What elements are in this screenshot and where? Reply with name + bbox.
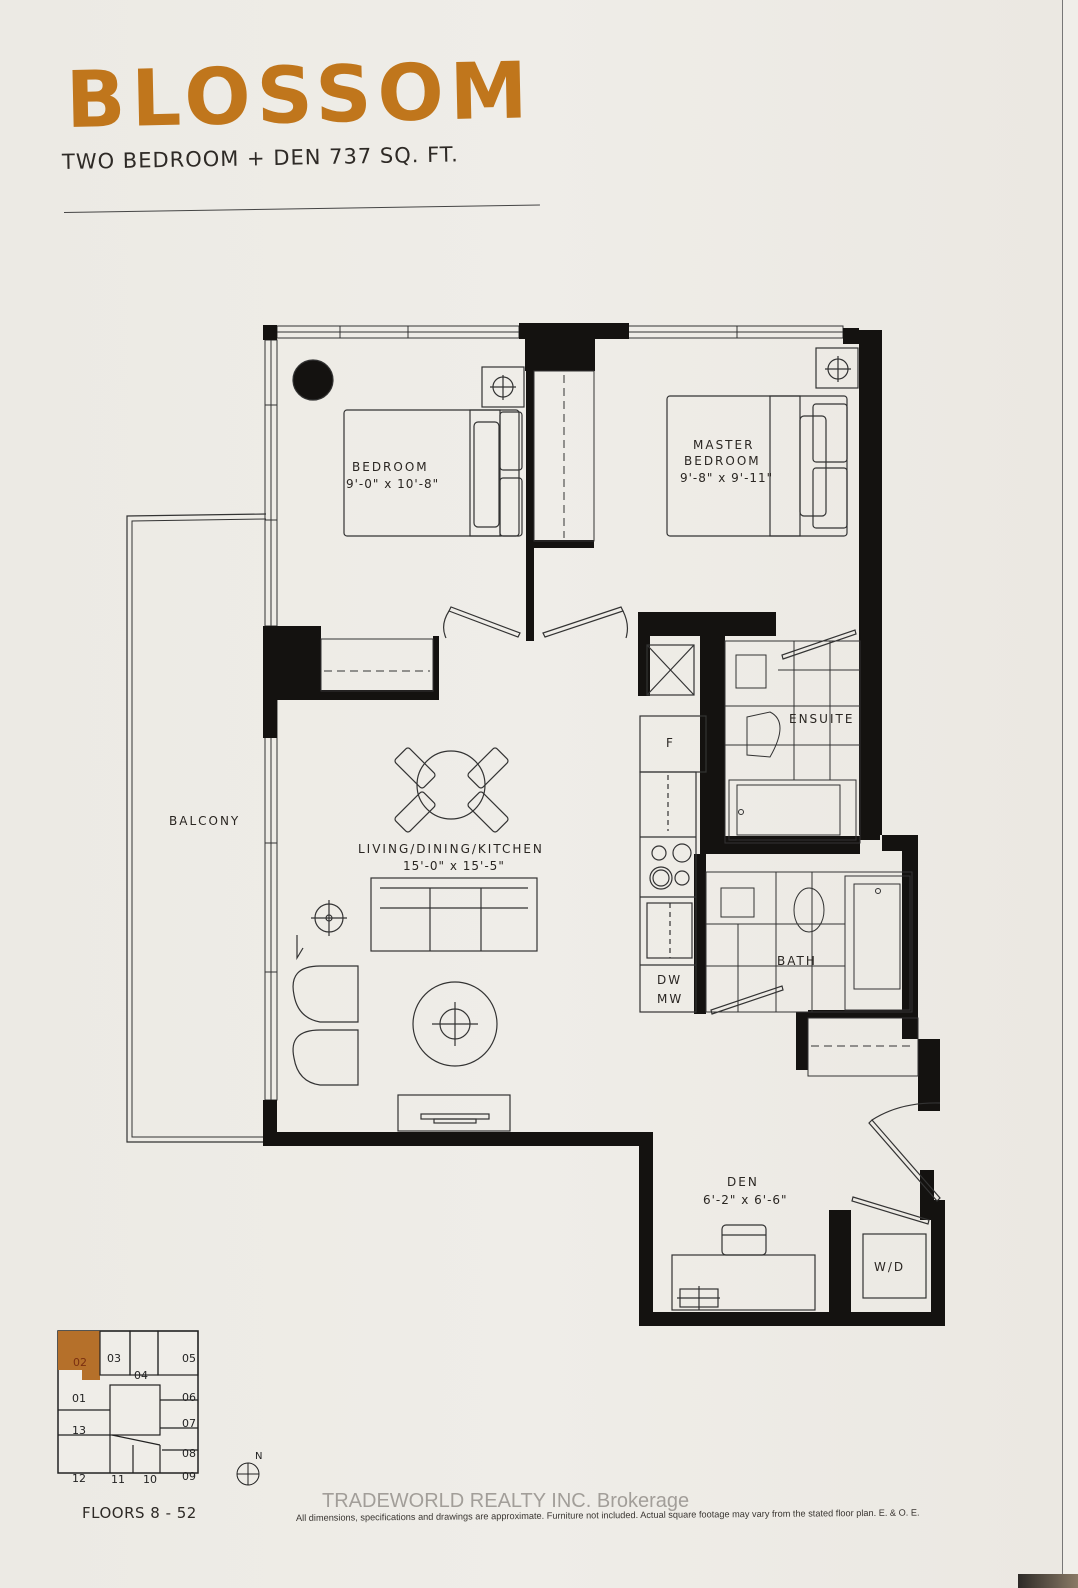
living-label: LIVING/DINING/KITCHEN	[358, 842, 544, 856]
front-closet	[320, 638, 434, 692]
microwave-label: MW	[657, 992, 683, 1006]
balcony	[126, 513, 267, 1143]
svg-text:10: 10	[143, 1473, 157, 1486]
bath-fixtures	[705, 871, 913, 1013]
kitchen	[639, 644, 707, 1013]
svg-text:12: 12	[72, 1472, 86, 1485]
den-label: DEN	[727, 1175, 759, 1189]
bedroom-dimensions: 9'-0" x 10'-8"	[346, 477, 439, 491]
den-closet	[807, 1017, 919, 1077]
master-furniture	[666, 347, 859, 537]
svg-text:13: 13	[72, 1424, 86, 1437]
svg-text:02: 02	[73, 1356, 87, 1369]
fridge-label: F	[666, 736, 675, 750]
walls	[263, 323, 945, 1326]
page-edge	[1062, 0, 1078, 1588]
master-dimensions: 9'-8" x 9'-11"	[680, 471, 773, 485]
ensuite-fixtures	[724, 640, 861, 844]
den-dimensions: 6'-2" x 6'-6"	[703, 1193, 788, 1207]
svg-text:01: 01	[72, 1392, 86, 1405]
bedroom-closet	[533, 370, 595, 542]
master-label-1: MASTER	[693, 438, 754, 452]
laundry-label: W/D	[874, 1260, 905, 1274]
svg-text:04: 04	[134, 1369, 148, 1382]
bedroom-label: BEDROOM	[352, 460, 429, 474]
page-corner-shadow	[1018, 1574, 1078, 1588]
north-label: N	[255, 1451, 262, 1462]
watermark: TRADEWORLD REALTY INC. Brokerage	[322, 1490, 690, 1512]
doors	[443, 606, 941, 1225]
ensuite-label: ENSUITE	[789, 712, 854, 726]
svg-text:11: 11	[111, 1473, 125, 1486]
bedroom-furniture	[292, 359, 525, 537]
svg-text:03: 03	[107, 1352, 121, 1365]
bath-label: BATH	[777, 954, 817, 968]
svg-text:06: 06	[182, 1391, 196, 1404]
den-furniture	[671, 1224, 927, 1311]
master-label-2: BEDROOM	[684, 454, 761, 468]
keyplan-highlight-unit	[58, 1331, 100, 1380]
svg-text:07: 07	[182, 1417, 196, 1430]
svg-text:09: 09	[182, 1470, 196, 1483]
dishwasher-label: DW	[657, 973, 682, 987]
keyplan: 02 03 04 05 06 07 08 09 10 11 12 13 01 N	[57, 1330, 262, 1486]
svg-text:08: 08	[182, 1447, 196, 1460]
living-dimensions: 15'-0" x 15'-5"	[403, 859, 505, 873]
svg-text:05: 05	[182, 1352, 196, 1365]
living-furniture	[292, 747, 538, 1132]
north-arrow-icon	[236, 1462, 260, 1486]
balcony-label: BALCONY	[169, 814, 240, 828]
floors-label: FLOORS 8 - 52	[82, 1504, 197, 1522]
